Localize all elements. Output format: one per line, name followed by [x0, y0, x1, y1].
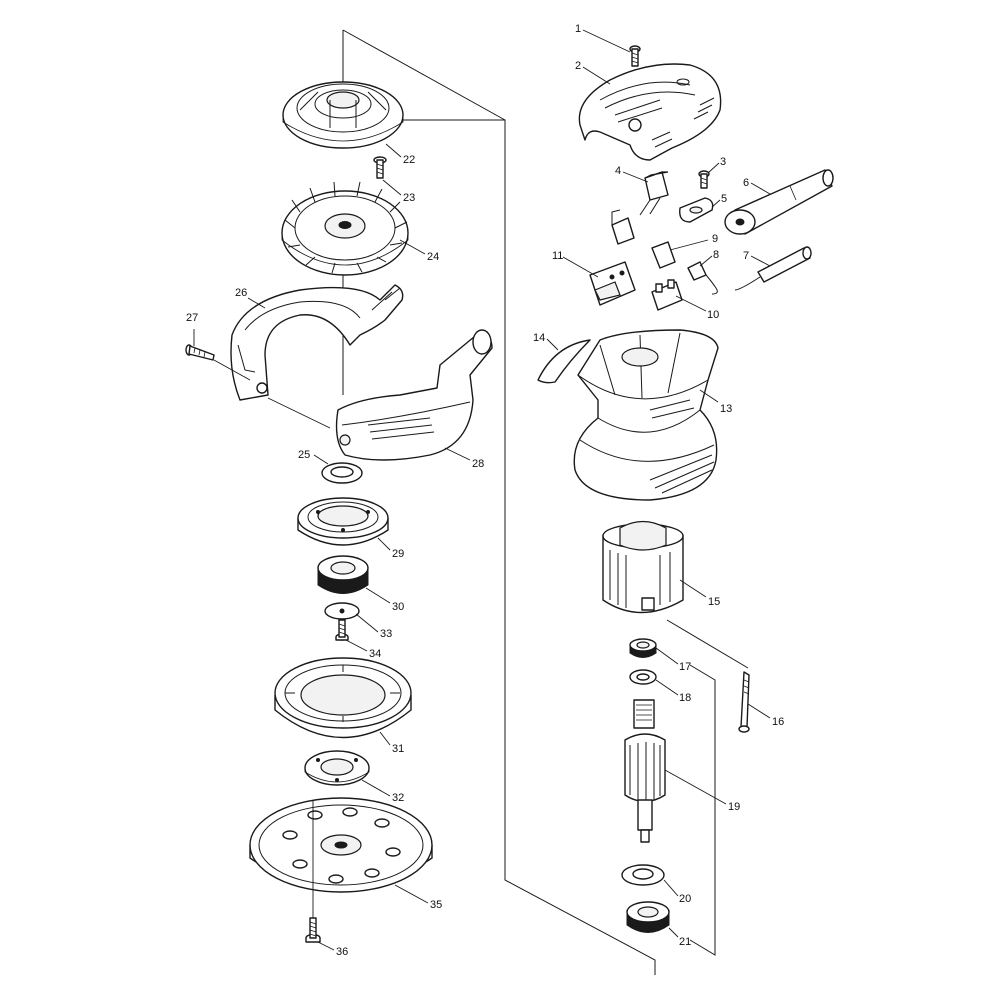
- callout-28: 28: [472, 458, 484, 470]
- part-5-strain-relief: [679, 197, 714, 223]
- callout-27: 27: [186, 312, 198, 324]
- callout-36: 36: [336, 946, 348, 958]
- callout-6: 6: [743, 177, 749, 189]
- part-13-motor-housing: [573, 329, 719, 501]
- callout-34: 34: [369, 648, 381, 660]
- callout-13: 13: [720, 403, 732, 415]
- callout-2: 2: [575, 60, 581, 72]
- callout-16: 16: [772, 716, 784, 728]
- part-10-connector: [651, 279, 683, 311]
- part-30-ball-bearing: [317, 555, 369, 594]
- callout-18: 18: [679, 692, 691, 704]
- callout-10: 10: [707, 309, 719, 321]
- part-8-carbon-brush: [687, 261, 718, 295]
- part-20-washer: [621, 864, 665, 886]
- part-terminal-bracket: [611, 209, 635, 245]
- part-19-armature: [624, 699, 666, 843]
- part-21-ball-bearing: [626, 901, 670, 933]
- part-11-switch: [589, 261, 636, 306]
- callout-31: 31: [392, 743, 404, 755]
- callout-17: 17: [679, 661, 691, 673]
- part-1-screw: [629, 45, 641, 67]
- part-28-dust-housing-lower: [335, 329, 493, 461]
- callout-7: 7: [743, 250, 749, 262]
- part-7-power-cord: [734, 246, 812, 291]
- part-17-ball-bearing: [629, 638, 657, 658]
- part-34-bolt: [335, 619, 349, 641]
- callout-8: 8: [713, 249, 719, 261]
- callout-19: 19: [728, 801, 740, 813]
- callout-26: 26: [235, 287, 247, 299]
- callout-3: 3: [720, 156, 726, 168]
- part-25-washer: [321, 462, 363, 484]
- callout-22: 22: [403, 154, 415, 166]
- part-31-brake-ring: [274, 657, 412, 739]
- part-36-screw: [305, 917, 321, 943]
- part-24-fan: [281, 181, 409, 276]
- callout-32: 32: [392, 792, 404, 804]
- callout-33: 33: [380, 628, 392, 640]
- part-35-sanding-pad: [249, 797, 433, 893]
- part-29-bearing-holder: [297, 497, 389, 546]
- callout-25: 25: [298, 449, 310, 461]
- callout-9: 9: [712, 233, 718, 245]
- callout-30: 30: [392, 601, 404, 613]
- part-32-seal-plate: [304, 750, 370, 786]
- part-18-washer: [629, 669, 657, 685]
- callout-21: 21: [679, 936, 691, 948]
- part-3-screw: [698, 170, 710, 189]
- leader-lines: [193, 29, 771, 951]
- callout-29: 29: [392, 548, 404, 560]
- part-6-cord-guard: [724, 169, 834, 235]
- callout-1: 1: [575, 23, 581, 35]
- callout-35: 35: [430, 899, 442, 911]
- callout-20: 20: [679, 893, 691, 905]
- callout-5: 5: [721, 193, 727, 205]
- part-2-top-cover: [578, 63, 722, 161]
- part-15-field-stator: [602, 520, 684, 614]
- callout-labels: 1 2 3 4 5 6 7 8 9 10 11 13 14 15 16 17 1…: [186, 23, 784, 958]
- callout-14: 14: [533, 332, 545, 344]
- callout-24: 24: [427, 251, 439, 263]
- part-26-dust-housing-upper: [230, 284, 404, 401]
- part-27-screw: [185, 344, 215, 361]
- callout-15: 15: [708, 596, 720, 608]
- part-33-washer: [324, 602, 360, 620]
- callout-4: 4: [615, 165, 621, 177]
- callout-11: 11: [552, 250, 563, 262]
- part-22-bearing-retainer: [282, 81, 404, 149]
- part-23-screw: [373, 156, 387, 179]
- callout-23: 23: [403, 192, 415, 204]
- part-16-long-screw: [738, 671, 750, 733]
- part-4-noise-suppressor: [639, 171, 669, 216]
- part-9-brush-holder: [651, 241, 676, 269]
- part-14-label: [537, 339, 591, 384]
